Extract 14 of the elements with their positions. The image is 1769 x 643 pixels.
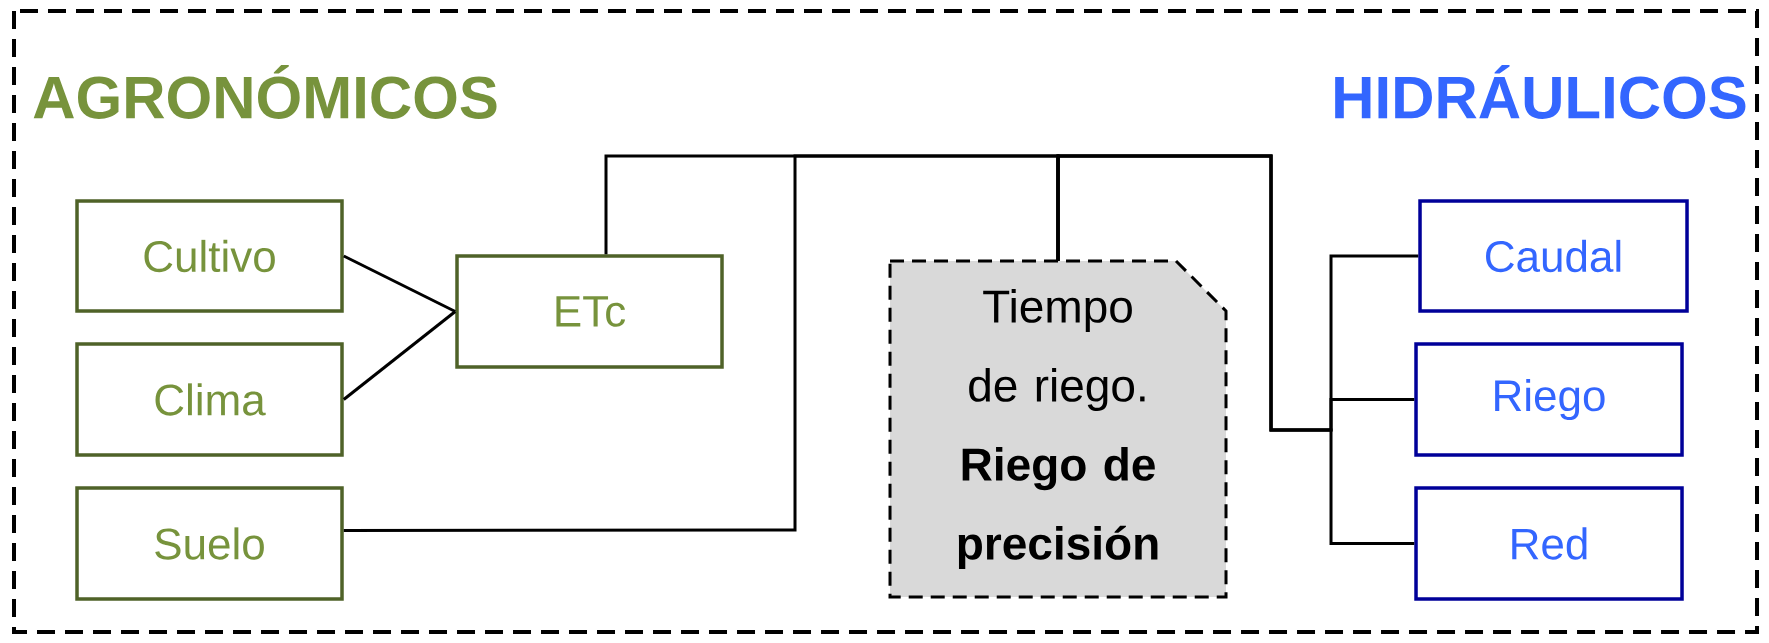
process-box: Clima [75,342,344,457]
section-heading: AGRONÓMICOS [33,65,497,119]
process-box: Caudal [1418,199,1689,313]
process-box: Suelo [75,486,344,601]
process-box: ETc [455,254,724,369]
process-box: Riego [1414,342,1684,457]
section-heading: HIDRÁULICOS [1335,65,1746,119]
connector-line [343,254,456,313]
note-box: Tiempo de riego. Riego de precisión [888,259,1228,599]
connector-line [342,310,457,401]
process-box: Red [1414,486,1684,601]
connector-line [343,154,1060,532]
process-box: Cultivo [75,199,344,313]
connector-line [1056,154,1415,545]
